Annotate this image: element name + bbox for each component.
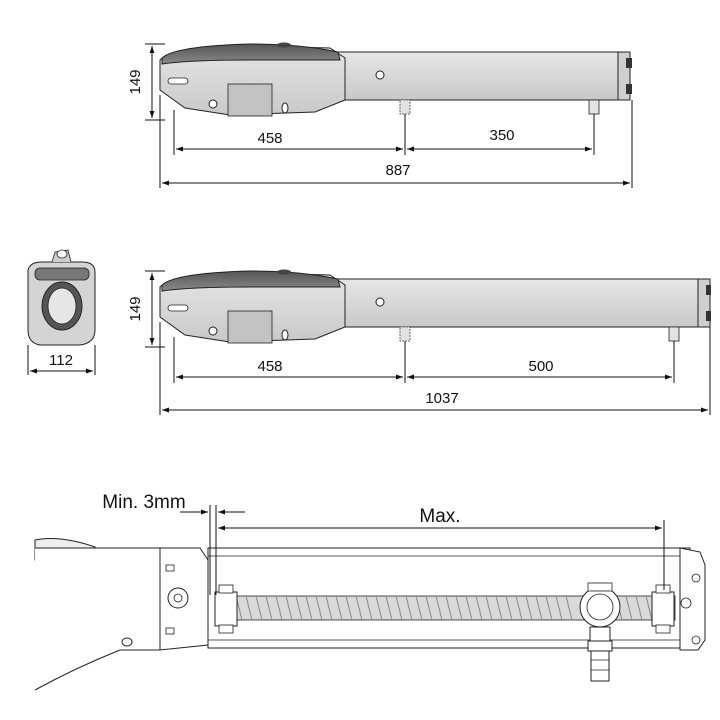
length-label-500: 500 (528, 358, 553, 375)
screw-icon (691, 635, 701, 645)
operator-tube-long (329, 278, 709, 328)
end-face-inner (47, 287, 77, 325)
nut-inner (586, 593, 614, 621)
limit-stop-tab (655, 584, 671, 594)
screw-icon (208, 99, 218, 109)
screw-icon (121, 637, 133, 647)
end-cap-detail (679, 547, 706, 651)
length-label-458-1: 458 (257, 130, 282, 147)
view-2-side-elevation: 149 458 500 1037 (127, 269, 711, 415)
screw-icon (208, 326, 218, 336)
max-stroke-label: Max. (419, 506, 460, 527)
cover-button (277, 42, 291, 48)
key-icon (56, 249, 68, 259)
motor-cover (161, 43, 341, 65)
screw-icon (165, 564, 175, 572)
front-bracket (167, 304, 189, 312)
nut-top (587, 582, 613, 592)
length-label-350: 350 (489, 127, 514, 144)
height-label-1: 149 (127, 69, 144, 94)
view-3-stroke-detail: Min. 3mm Max. (34, 492, 706, 691)
operator-tube (329, 51, 629, 101)
end-cap-screw (706, 285, 711, 295)
length-label-458-2: 458 (257, 358, 282, 375)
end-cap-screw (626, 58, 632, 68)
motor-housing-detail (34, 547, 161, 691)
view-2-end-elevation: 112 (27, 249, 96, 375)
height-label-2: 149 (127, 296, 144, 321)
screw-icon (281, 329, 289, 341)
pin-collar (587, 640, 613, 652)
gear-center (173, 593, 183, 603)
rear-limit-stop (651, 591, 675, 627)
view-1-side-elevation: 149 458 350 887 (127, 42, 633, 188)
rear-pin (588, 99, 600, 115)
total-length-887: 887 (385, 162, 410, 179)
screw-icon (375, 297, 385, 307)
rear-pin (668, 326, 680, 342)
front-pin (399, 326, 411, 342)
release-hatch (227, 310, 273, 344)
screw-icon (680, 597, 692, 609)
front-limit-stop (214, 591, 238, 627)
drive-pin (590, 650, 610, 682)
screw-icon (691, 573, 701, 583)
screw-icon (375, 70, 385, 80)
limit-stop-tab (655, 624, 671, 634)
release-hatch (227, 83, 273, 117)
limit-stop-tab (218, 624, 234, 634)
end-cap-screw (626, 84, 632, 94)
front-pin (399, 99, 411, 115)
min-gap-label: Min. 3mm (102, 492, 185, 513)
end-width-label: 112 (49, 352, 73, 369)
limit-stop-tab (218, 584, 234, 594)
motor-cover (161, 270, 341, 292)
cover-button (277, 269, 291, 275)
screw-icon (281, 102, 289, 114)
end-cap-screw (706, 311, 711, 321)
end-cover (34, 267, 90, 281)
total-length-1037: 1037 (425, 390, 458, 407)
front-bracket (167, 77, 189, 85)
nut-stem (589, 626, 611, 642)
screw-icon (165, 627, 175, 635)
